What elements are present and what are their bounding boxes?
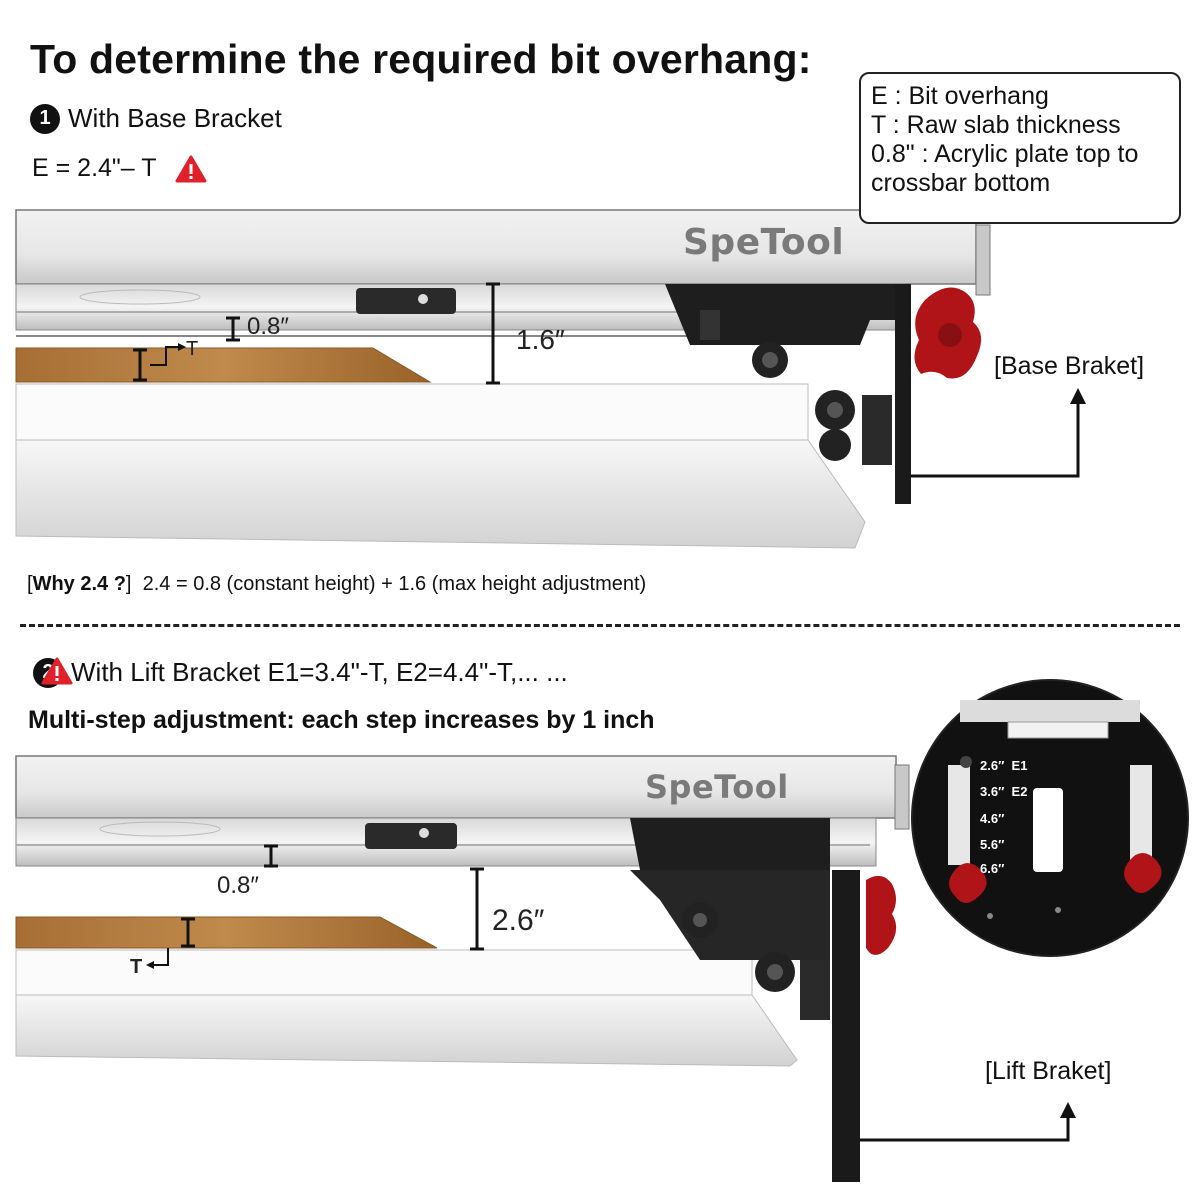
legend-line-t: T : Raw slab thickness (871, 111, 1121, 139)
why-label: Why 2.4 ? (32, 573, 126, 595)
t-label-1: T (186, 338, 199, 360)
section2-heading-text: With Lift Bracket E1=3.4"-T, E2=4.4"-T,.… (71, 657, 568, 687)
lift-bracket-label: [Lift Braket] (985, 1057, 1112, 1085)
section1-formula: E = 2.4"– T (32, 154, 207, 183)
step-label-2: 3.6″ E2 (980, 784, 1028, 799)
dimension-lines-2 (146, 844, 484, 969)
step-label-1: 2.6″ E1 (980, 758, 1028, 773)
why-text: 2.4 = 0.8 (constant height) + 1.6 (max h… (142, 573, 647, 595)
legend-line-e: E : Bit overhang (871, 82, 1049, 110)
step-label-5: 6.6″ (980, 861, 1005, 876)
t-label-2: T (130, 956, 143, 978)
lift-bracket-detail-circle (911, 679, 1189, 957)
step-label-4: 5.6″ (980, 837, 1005, 852)
formula-text: E = 2.4"– T (32, 154, 157, 182)
why-note: [Why 2.4 ?] 2.4 = 0.8 (constant height) … (27, 573, 647, 595)
brand-logo-1: SpeTool (683, 222, 845, 263)
dim-label-26: 2.6″ (492, 904, 545, 937)
legend-line-08-cont: crossbar bottom (871, 169, 1051, 197)
base-bracket-assembly (15, 209, 1086, 549)
step-label-3: 4.6″ (980, 811, 1005, 826)
lift-bracket-assembly (15, 755, 1076, 1182)
dimension-lines-1 (133, 282, 500, 385)
section2-subheading: Multi-step adjustment: each step increas… (28, 706, 655, 734)
section-divider (20, 624, 1180, 627)
section1-heading: 1 With Base Bracket (30, 103, 282, 134)
page-title: To determine the required bit overhang: (30, 36, 812, 82)
warning-icon (175, 155, 207, 183)
base-bracket-label: [Base Braket] (994, 352, 1145, 380)
section1-heading-text: With Base Bracket (68, 103, 282, 133)
dim-label-08-1: 0.8″ (247, 313, 289, 340)
step-number-1: 1 (30, 103, 60, 134)
brand-logo-2: SpeTool (645, 768, 789, 806)
dim-label-16: 1.6″ (516, 324, 565, 355)
legend-box: E : Bit overhang T : Raw slab thickness … (859, 72, 1181, 224)
legend-line-08: 0.8" : Acrylic plate top to (871, 140, 1139, 168)
section2-heading: 2 With Lift Bracket E1=3.4"-T, E2=4.4"-T… (33, 657, 568, 688)
dim-label-08-2: 0.8″ (217, 872, 259, 899)
warning-icon-2 (41, 657, 73, 685)
